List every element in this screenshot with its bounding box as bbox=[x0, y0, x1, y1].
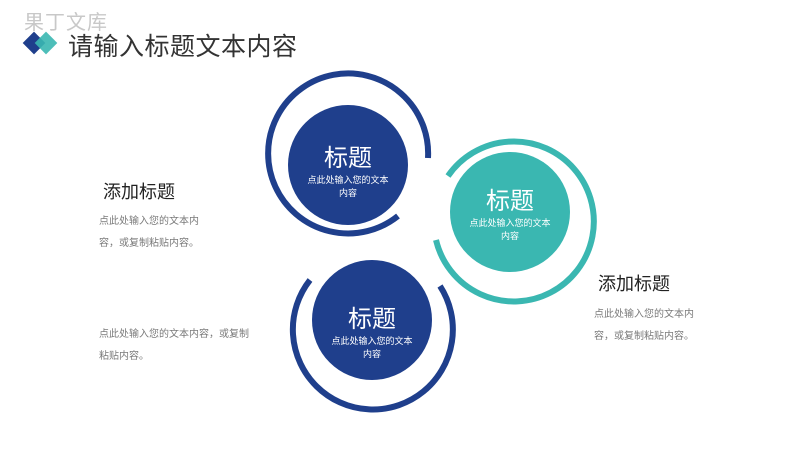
circle-right-text: 标题 点此处输入您的文本内容 bbox=[460, 186, 560, 244]
ring-right bbox=[433, 138, 597, 305]
circle-right bbox=[450, 152, 570, 272]
page-title: 请输入标题文本内容 bbox=[68, 32, 298, 61]
circle-title: 标题 bbox=[348, 305, 396, 333]
circle-bottom-text: 标题 点此处输入您的文本内容 bbox=[322, 304, 422, 362]
left-bottom-description: 点此处输入您的文本内容，或复制 粘贴内容。 bbox=[99, 324, 249, 368]
diamond-logo-icon bbox=[22, 31, 58, 55]
circle-bottom bbox=[312, 260, 432, 380]
circle-desc: 点此处输入您的文本内容 bbox=[469, 219, 551, 242]
ring-top-left bbox=[265, 70, 432, 237]
right-description: 点此处输入您的文本内 容，或复制粘贴内容。 bbox=[594, 304, 694, 348]
ring-bottom bbox=[289, 278, 456, 413]
left-bottom-description-line: 粘贴内容。 bbox=[99, 351, 149, 362]
left-description: 点此处输入您的文本内 容，或复制粘贴内容。 bbox=[99, 211, 199, 255]
circle-top-left bbox=[288, 105, 408, 225]
circle-title: 标题 bbox=[486, 187, 534, 215]
circle-desc: 点此处输入您的文本内容 bbox=[307, 176, 389, 199]
left-bottom-description-line: 点此处输入您的文本内容，或复制 bbox=[99, 329, 249, 340]
left-description-line: 点此处输入您的文本内 bbox=[99, 216, 199, 227]
left-heading: 添加标题 bbox=[103, 182, 175, 203]
right-heading: 添加标题 bbox=[598, 274, 670, 295]
circle-desc: 点此处输入您的文本内容 bbox=[331, 337, 413, 360]
watermark: 果丁文库 bbox=[24, 10, 108, 34]
circle-title: 标题 bbox=[324, 144, 372, 172]
left-description-line: 容，或复制粘贴内容。 bbox=[99, 238, 199, 249]
right-description-line: 容，或复制粘贴内容。 bbox=[594, 331, 694, 342]
right-description-line: 点此处输入您的文本内 bbox=[594, 309, 694, 320]
circle-top-left-text: 标题 点此处输入您的文本内容 bbox=[298, 143, 398, 201]
